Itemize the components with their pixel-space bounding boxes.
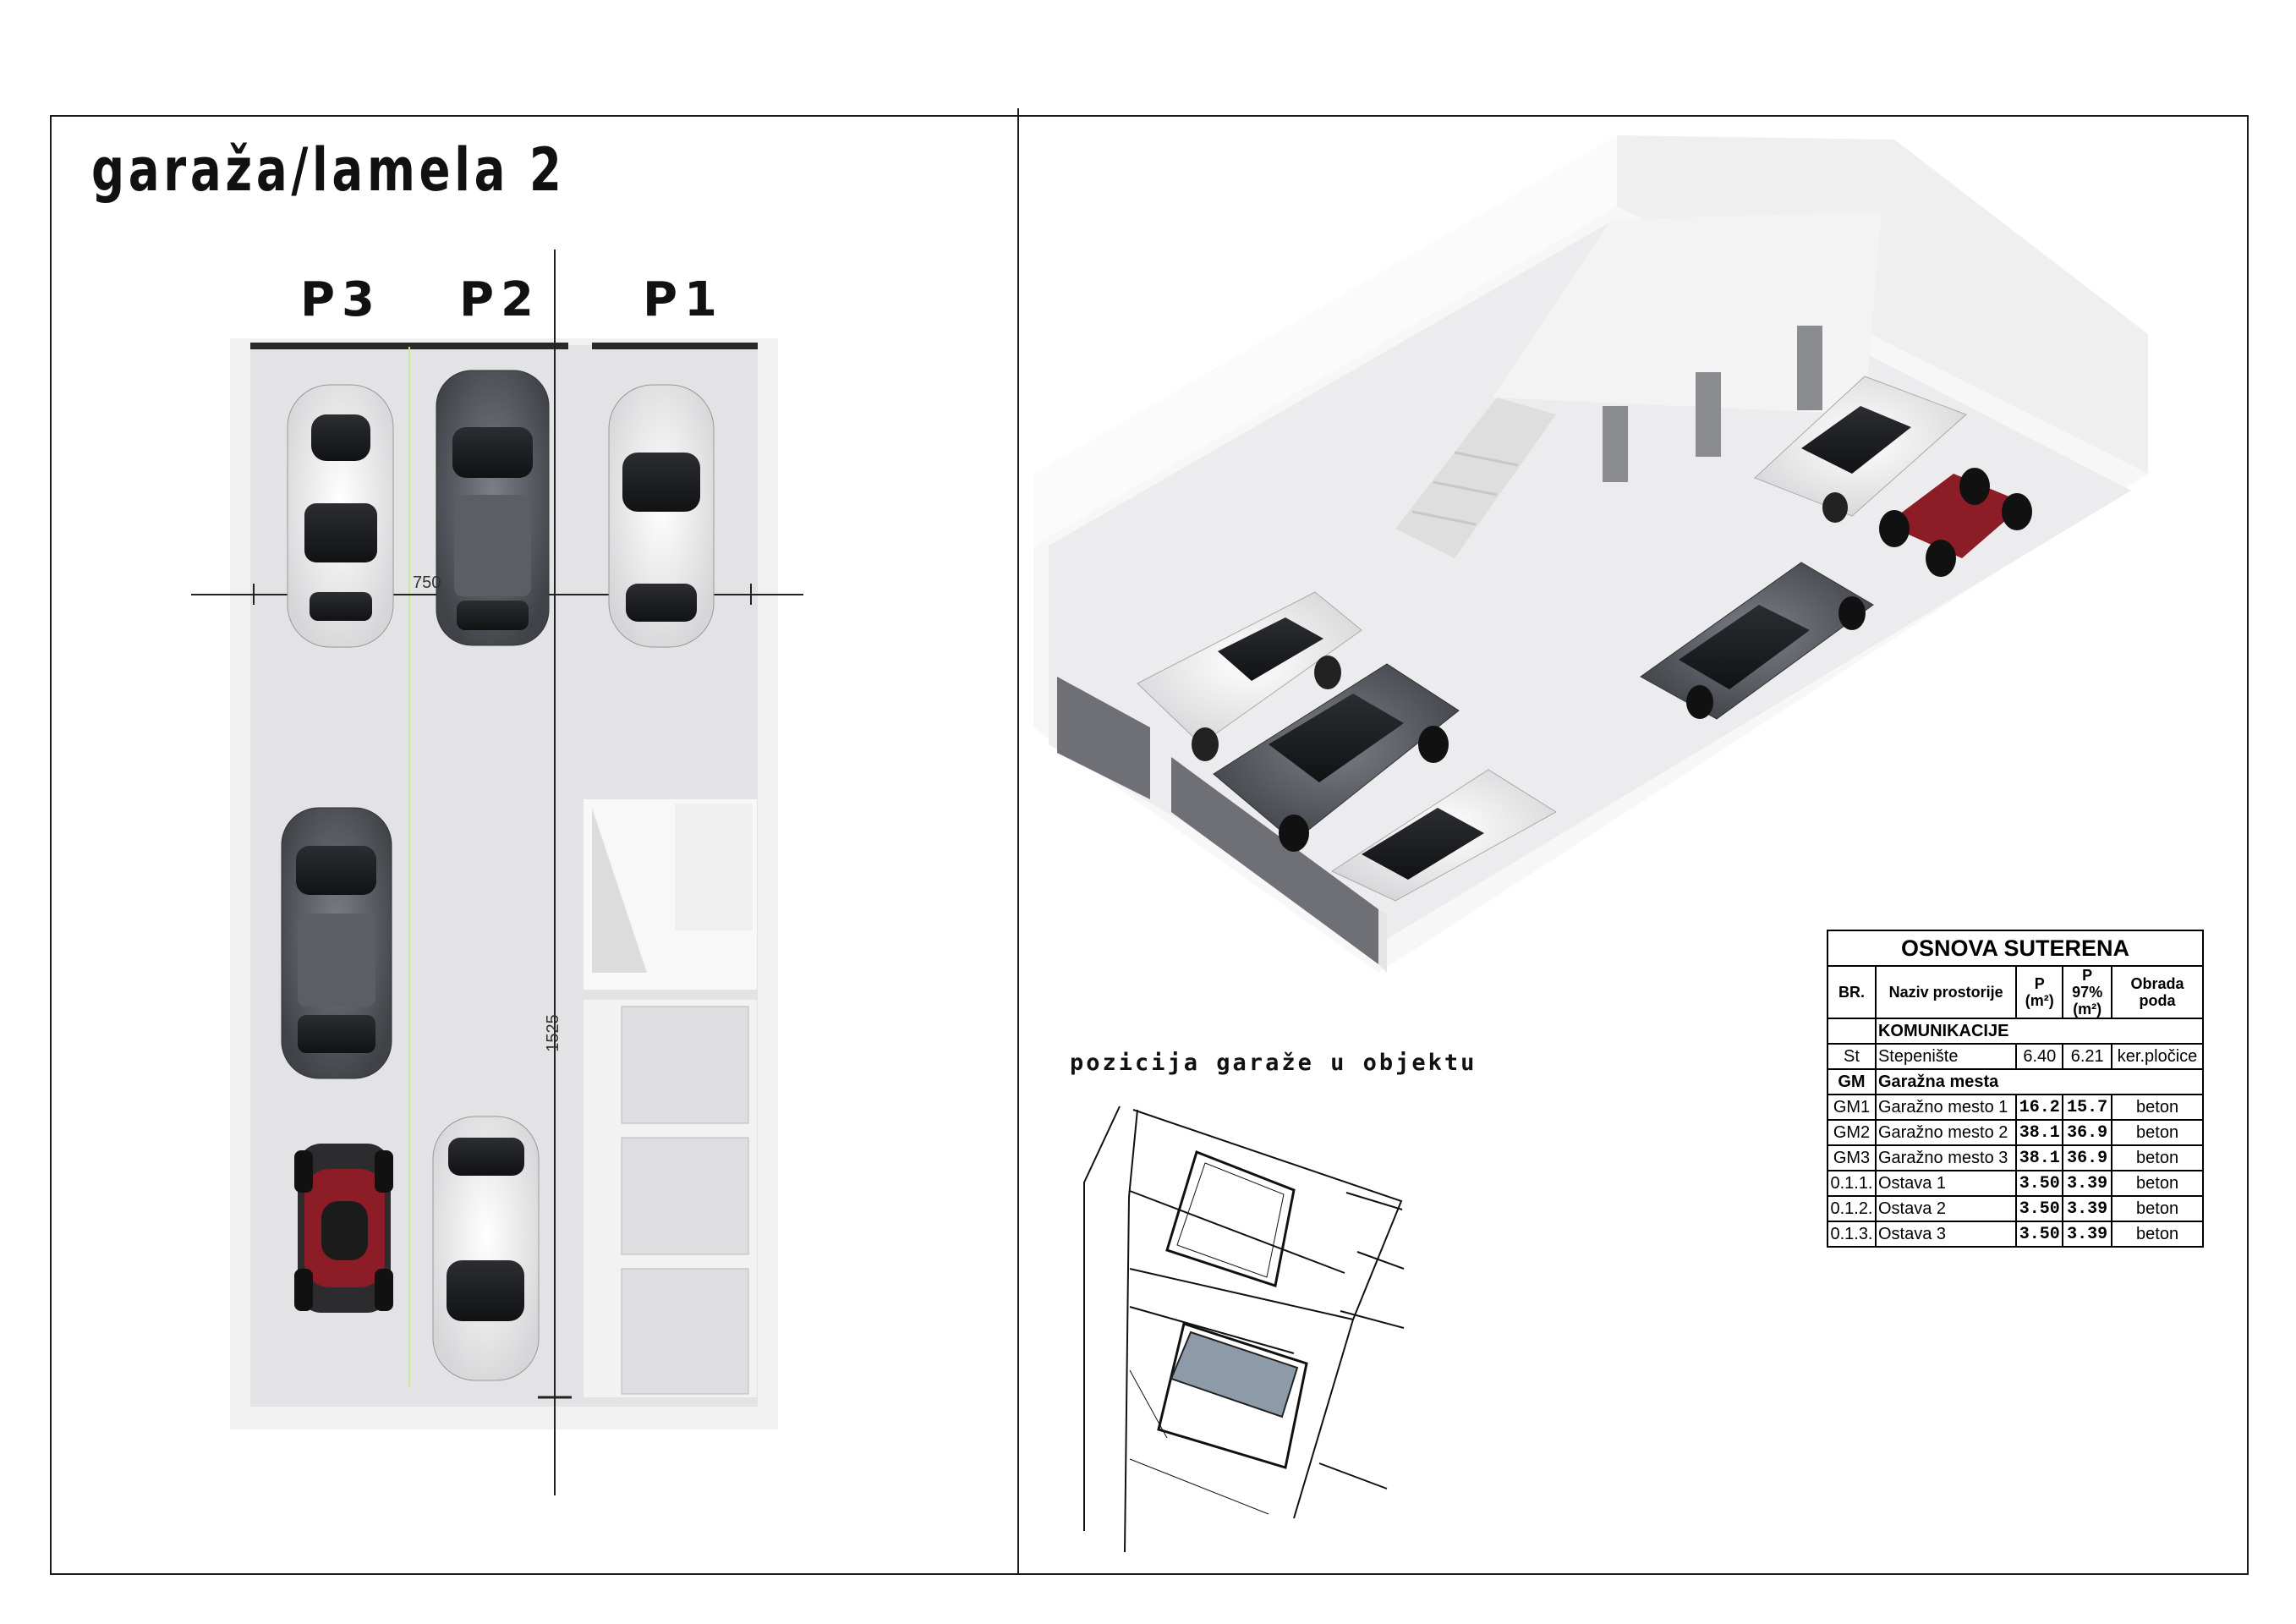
garage-plan bbox=[191, 250, 803, 1495]
legend-cell-p: 3.50 bbox=[2015, 1170, 2064, 1197]
plan-storage-2 bbox=[621, 1137, 749, 1255]
car-p3-top-white bbox=[287, 384, 394, 648]
legend-cell-name: Ostava 3 bbox=[1874, 1221, 2018, 1248]
isometric-view bbox=[1033, 135, 2148, 973]
legend-cell-p97: 15.7 bbox=[2062, 1094, 2113, 1121]
legend-col-floor: Obrada poda bbox=[2111, 965, 2204, 1019]
legend-cell-floor: beton bbox=[2111, 1094, 2204, 1121]
legend-cell-floor: ker.pločice bbox=[2111, 1043, 2204, 1070]
legend-cell-br: GM2 bbox=[1827, 1119, 1877, 1146]
legend-group-code bbox=[1827, 1018, 1877, 1045]
iso-staircase bbox=[1395, 398, 1556, 558]
legend-table: OSNOVA SUTERENA BR. Naziv prostorije P (… bbox=[1827, 930, 2205, 1248]
legend-cell-name: Garažno mesto 2 bbox=[1874, 1119, 2018, 1146]
legend-cell-p: 3.50 bbox=[2015, 1195, 2064, 1222]
plan-storage-1 bbox=[621, 1006, 749, 1124]
legend-cell-br: St bbox=[1827, 1043, 1877, 1070]
iso-car-grey-center bbox=[1213, 663, 1460, 852]
dimension-length: 1525 bbox=[543, 1014, 562, 1052]
legend-cell-p97: 6.21 bbox=[2062, 1043, 2113, 1070]
legend-cell-floor: beton bbox=[2111, 1195, 2204, 1222]
legend-cell-p: 16.2 bbox=[2015, 1094, 2064, 1121]
legend-cell-br: 0.1.2. bbox=[1827, 1195, 1877, 1222]
sheet-divider bbox=[1017, 108, 1019, 1575]
iso-fence-left bbox=[1057, 677, 1150, 799]
car-p3-top-grey-suv bbox=[281, 807, 392, 1079]
iso-car-white-front bbox=[1330, 769, 1557, 902]
plan-gate-right bbox=[592, 343, 758, 349]
legend-col-p: P (m²) bbox=[2015, 965, 2064, 1019]
legend-cell-br: 0.1.1. bbox=[1827, 1170, 1877, 1197]
plan-gate-left bbox=[250, 343, 568, 349]
legend-cell-p97: 3.39 bbox=[2062, 1221, 2113, 1248]
parking-label-p2: P2 bbox=[459, 272, 541, 327]
legend-cell-br: GM1 bbox=[1827, 1094, 1877, 1121]
legend-cell-br: 0.1.3. bbox=[1827, 1221, 1877, 1248]
car-p1-top-white bbox=[608, 384, 715, 648]
legend-group-code: GM bbox=[1827, 1068, 1877, 1095]
legend-cell-p97: 36.9 bbox=[2062, 1119, 2113, 1146]
car-p2-bottom-white bbox=[432, 1116, 540, 1381]
sheet-frame bbox=[50, 115, 2249, 1575]
legend-cell-floor: beton bbox=[2111, 1144, 2204, 1171]
iso-atv-red bbox=[1879, 468, 2032, 577]
legend-cell-name: Ostava 2 bbox=[1874, 1195, 2018, 1222]
legend-cell-name: Ostava 1 bbox=[1874, 1170, 2018, 1197]
iso-car-grey-right bbox=[1640, 562, 1874, 720]
plan-storage-3 bbox=[621, 1268, 749, 1395]
iso-back-wall bbox=[1033, 135, 1617, 546]
legend-cell-name: Garažno mesto 1 bbox=[1874, 1094, 2018, 1121]
location-caption: pozicija garaže u objektu bbox=[1070, 1050, 1477, 1076]
legend-cell-floor: beton bbox=[2111, 1170, 2204, 1197]
legend-col-p97: P 97% (m²) bbox=[2062, 965, 2113, 1019]
iso-fence-right bbox=[1171, 757, 1378, 964]
legend-col-name: Naziv prostorije bbox=[1874, 965, 2018, 1019]
legend-cell-p97: 3.39 bbox=[2062, 1170, 2113, 1197]
car-p2-top-grey bbox=[436, 370, 550, 646]
parking-label-p1: P1 bbox=[643, 272, 725, 327]
legend-cell-name: Stepenište bbox=[1874, 1043, 2018, 1070]
legend-cell-p: 6.40 bbox=[2015, 1043, 2064, 1070]
dimension-width: 750 bbox=[413, 573, 441, 592]
legend-cell-p: 3.50 bbox=[2015, 1221, 2064, 1248]
parking-label-p3: P3 bbox=[300, 272, 382, 327]
legend-cell-br: GM3 bbox=[1827, 1144, 1877, 1171]
legend-cell-p97: 3.39 bbox=[2062, 1195, 2113, 1222]
atv-top-red bbox=[294, 1144, 393, 1313]
legend-cell-p: 38.1 bbox=[2015, 1119, 2064, 1146]
legend-cell-p: 38.1 bbox=[2015, 1144, 2064, 1171]
page-title: garaža/lamela 2 bbox=[91, 135, 566, 205]
legend-col-br: BR. bbox=[1827, 965, 1877, 1019]
legend-title: OSNOVA SUTERENA bbox=[1827, 930, 2204, 967]
legend-cell-name: Garažno mesto 3 bbox=[1874, 1144, 2018, 1171]
legend-cell-floor: beton bbox=[2111, 1119, 2204, 1146]
legend-group-label: KOMUNIKACIJE bbox=[1874, 1018, 2205, 1045]
legend-group-label: Garažna mesta bbox=[1874, 1068, 2205, 1095]
site-building-highlight bbox=[1170, 1330, 1299, 1418]
legend-cell-p97: 36.9 bbox=[2062, 1144, 2113, 1171]
legend-cell-floor: beton bbox=[2111, 1221, 2204, 1248]
iso-car-white-back bbox=[1754, 376, 1967, 523]
iso-car-white-left bbox=[1137, 591, 1362, 761]
site-plan bbox=[1083, 1106, 1405, 1553]
